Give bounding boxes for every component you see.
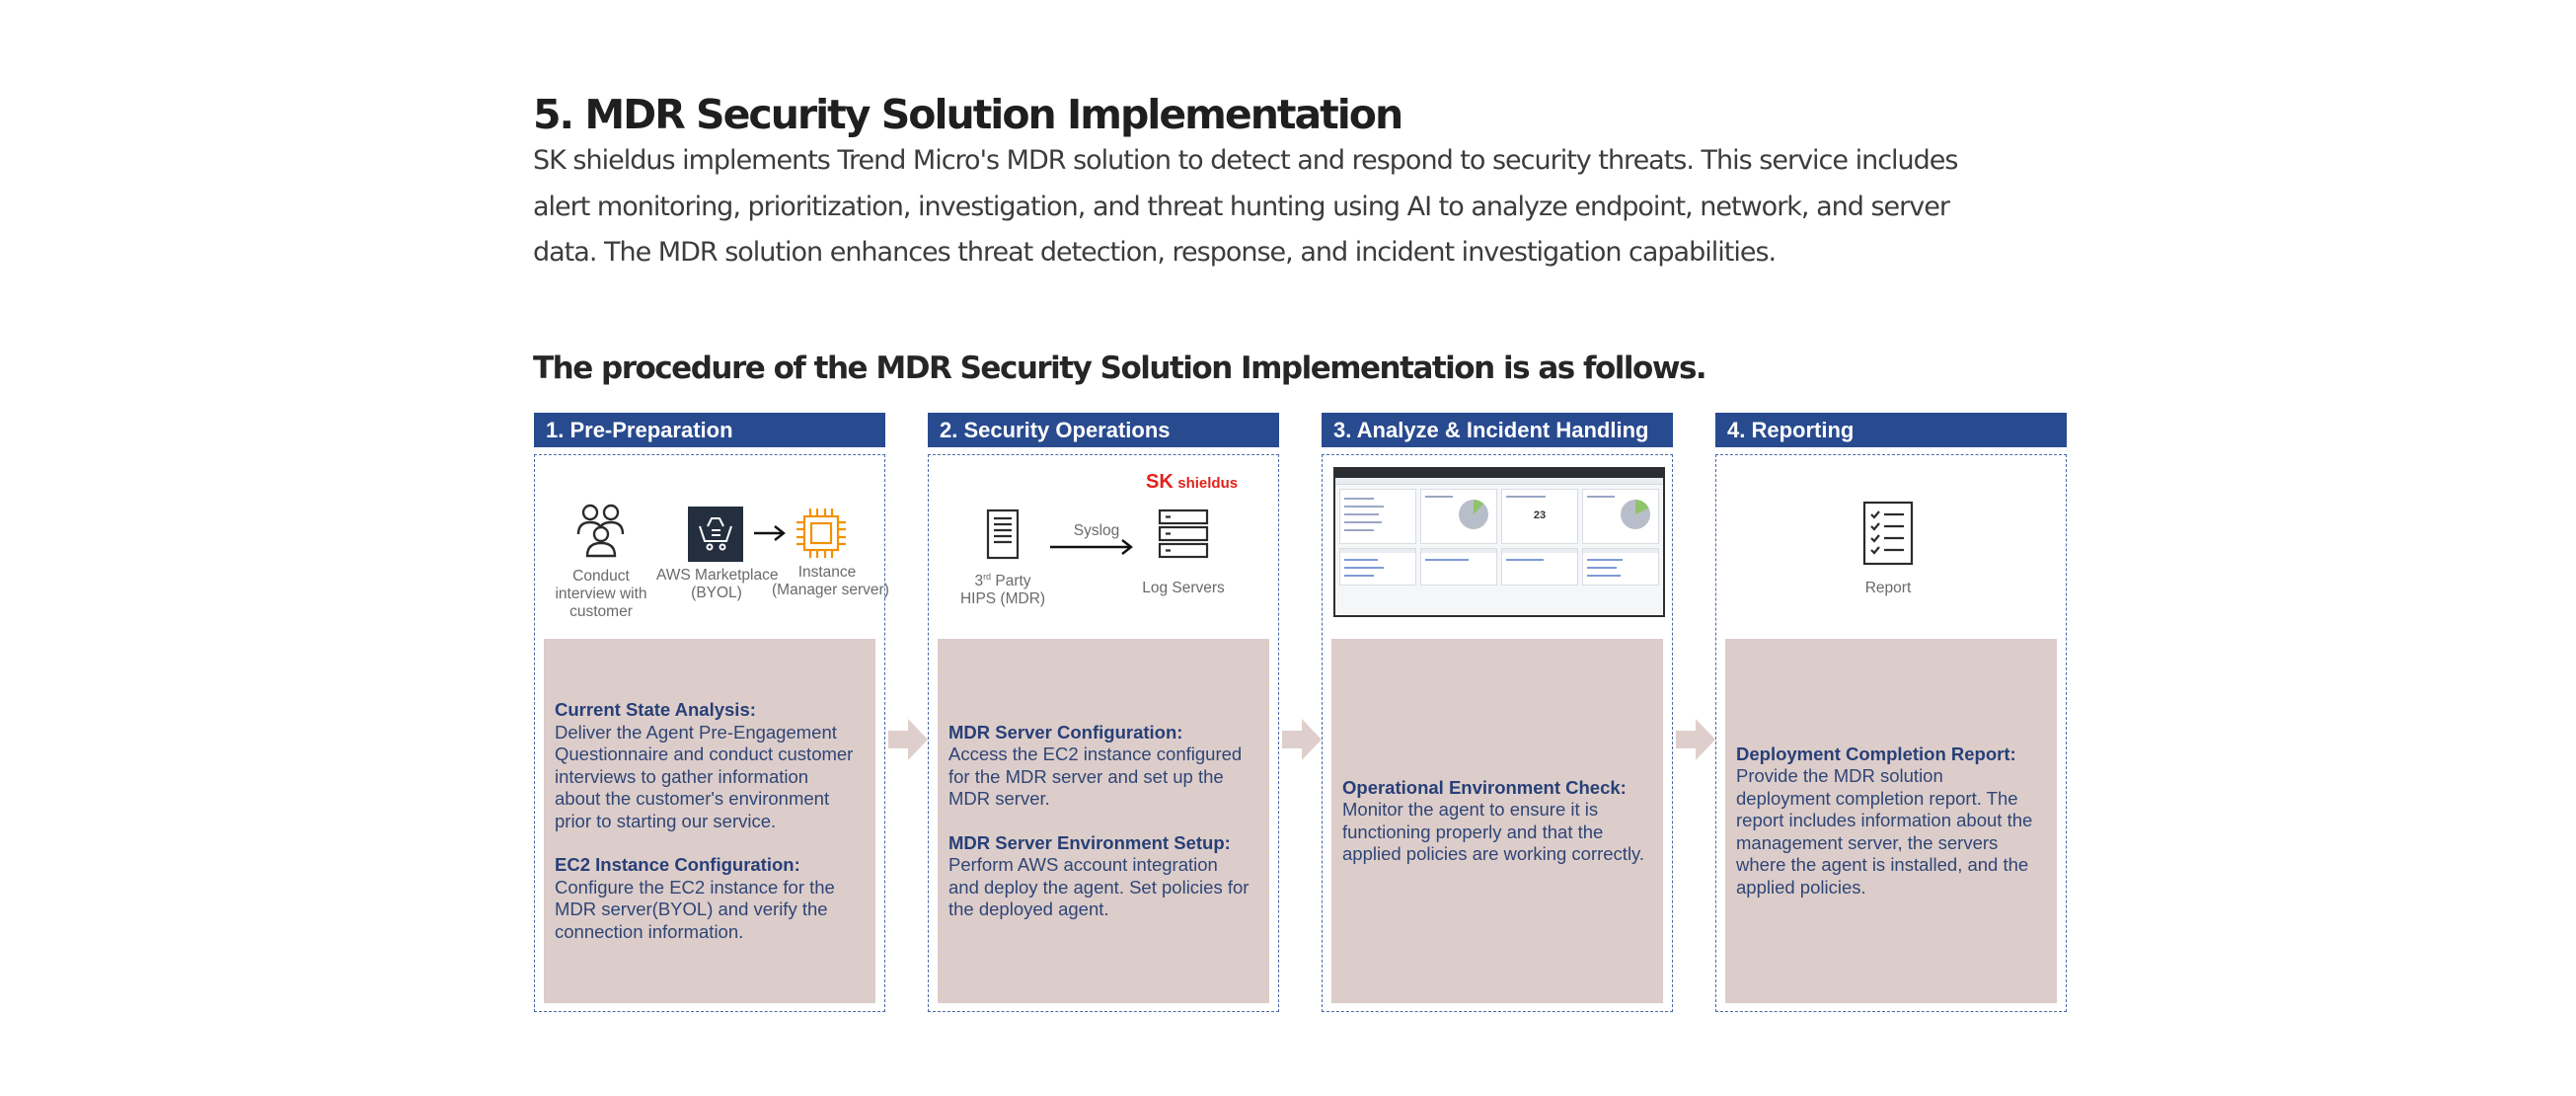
server-icon xyxy=(986,509,1020,560)
desc-line: Configure the EC2 instance for the xyxy=(555,876,835,898)
desc-mdr-env-setup: MDR Server Environment Setup: Perform AW… xyxy=(948,832,1258,921)
stage-4-box: Report Deployment Completion Report: Pro… xyxy=(1715,454,2067,1012)
caption-hips: 3rd Party HIPS (MDR) xyxy=(959,572,1046,608)
intro-line: SK shieldus implements Trend Micro's MDR… xyxy=(533,145,1958,176)
desc-line: Deliver the Agent Pre-Engagement xyxy=(555,721,837,743)
logo-shieldus: shieldus xyxy=(1177,475,1239,492)
flow-arrow-icon xyxy=(888,719,928,760)
caption-3rd: 3rd Party xyxy=(974,572,1031,590)
dashboard-screenshot-icon: 23 xyxy=(1333,467,1665,617)
desc-line: deployment completion report. The xyxy=(1736,787,2018,809)
stage-1-description: Current State Analysis: Deliver the Agen… xyxy=(544,639,875,1003)
intro-line: alert monitoring, prioritization, invest… xyxy=(533,191,1950,222)
desc-heading: Deployment Completion Report: xyxy=(1736,743,2016,764)
desc-line: prior to starting our service. xyxy=(555,810,777,831)
procedure-subtitle: The procedure of the MDR Security Soluti… xyxy=(533,351,1707,386)
desc-heading: MDR Server Environment Setup: xyxy=(948,831,1231,853)
flow-arrow-icon xyxy=(1676,719,1715,760)
desc-line: applied policies are working correctly. xyxy=(1342,843,1645,864)
desc-line: the deployed agent. xyxy=(948,899,1109,919)
desc-operational-check: Operational Environment Check: Monitor t… xyxy=(1342,777,1652,866)
stage-2-header: 2. Security Operations xyxy=(928,413,1279,447)
desc-mdr-server-config: MDR Server Configuration: Access the EC2… xyxy=(948,722,1258,811)
intro-line: data. The MDR solution enhances threat d… xyxy=(533,237,1777,268)
desc-line: functioning properly and that the xyxy=(1342,821,1604,842)
desc-line: applied policies. xyxy=(1736,876,1866,898)
aws-marketplace-icon xyxy=(688,507,743,562)
desc-line: report includes information about the xyxy=(1736,810,2033,831)
caption-log-servers: Log Servers xyxy=(1142,580,1225,596)
desc-line: MDR server. xyxy=(948,788,1050,809)
stage-1-header: 1. Pre-Preparation xyxy=(534,413,885,447)
stage-3-description: Operational Environment Check: Monitor t… xyxy=(1331,639,1663,1003)
logo-sk: SK xyxy=(1146,471,1174,493)
stage-4-description: Deployment Completion Report: Provide th… xyxy=(1725,639,2057,1003)
desc-deployment-report: Deployment Completion Report: Provide th… xyxy=(1736,744,2046,900)
stage-4-header: 4. Reporting xyxy=(1715,413,2067,447)
desc-line: interviews to gather information xyxy=(555,765,809,787)
arrow-right-icon xyxy=(754,525,786,541)
desc-heading: Operational Environment Check: xyxy=(1342,776,1627,798)
desc-line: Access the EC2 instance configured xyxy=(948,744,1243,764)
desc-line: for the MDR server and set up the xyxy=(948,765,1224,787)
caption-interview: Conduct interview with customer xyxy=(555,568,647,620)
desc-line: Monitor the agent to ensure it is xyxy=(1342,799,1599,820)
log-servers-icon xyxy=(1158,509,1209,559)
desc-line: where the agent is installed, and the xyxy=(1736,854,2029,876)
stage-3-header: 3. Analyze & Incident Handling xyxy=(1322,413,1673,447)
desc-line: Perform AWS account integration xyxy=(948,854,1218,875)
desc-line: MDR server(BYOL) and verify the xyxy=(555,899,828,919)
desc-line: Provide the MDR solution xyxy=(1736,765,1943,787)
intro-paragraph: SK shieldus implements Trend Micro's MDR… xyxy=(533,138,2073,276)
users-icon xyxy=(576,504,625,558)
stage-3-box: 23 Operational Environment Check: Monito… xyxy=(1322,454,1673,1012)
caption-report: Report xyxy=(1864,580,1912,596)
desc-line: and deploy the agent. Set policies for xyxy=(948,876,1250,898)
caption-syslog: Syslog xyxy=(1073,522,1120,539)
stage-2-box: 3rd Party HIPS (MDR) Syslog SK shieldus … xyxy=(928,454,1279,1012)
desc-heading: Current State Analysis: xyxy=(555,699,756,720)
caption-aws-marketplace: AWS Marketplace (BYOL) xyxy=(656,567,779,601)
desc-line: about the customer's environment xyxy=(555,788,830,809)
section-title: 5. MDR Security Solution Implementation xyxy=(533,91,1403,138)
desc-current-state: Current State Analysis: Deliver the Agen… xyxy=(555,699,865,832)
cpu-chip-icon xyxy=(796,509,846,558)
stage-2-description: MDR Server Configuration: Access the EC2… xyxy=(938,639,1269,1003)
desc-heading: MDR Server Configuration: xyxy=(948,721,1183,743)
desc-line: management server, the servers xyxy=(1736,831,1999,853)
caption-instance: Instance (Manager server) xyxy=(772,564,889,598)
sk-shieldus-logo: SK shieldus xyxy=(1146,471,1238,494)
arrow-right-icon xyxy=(1050,539,1133,555)
flow-arrow-icon xyxy=(1282,719,1322,760)
stage-1-box: Conduct interview with customer AWS Mark… xyxy=(534,454,889,1012)
desc-line: connection information. xyxy=(555,920,744,942)
desc-ec2-config: EC2 Instance Configuration: Configure th… xyxy=(555,854,865,943)
desc-line: Questionnaire and conduct customer xyxy=(555,744,854,764)
report-checklist-icon xyxy=(1862,501,1914,566)
desc-heading: EC2 Instance Configuration: xyxy=(555,854,800,875)
